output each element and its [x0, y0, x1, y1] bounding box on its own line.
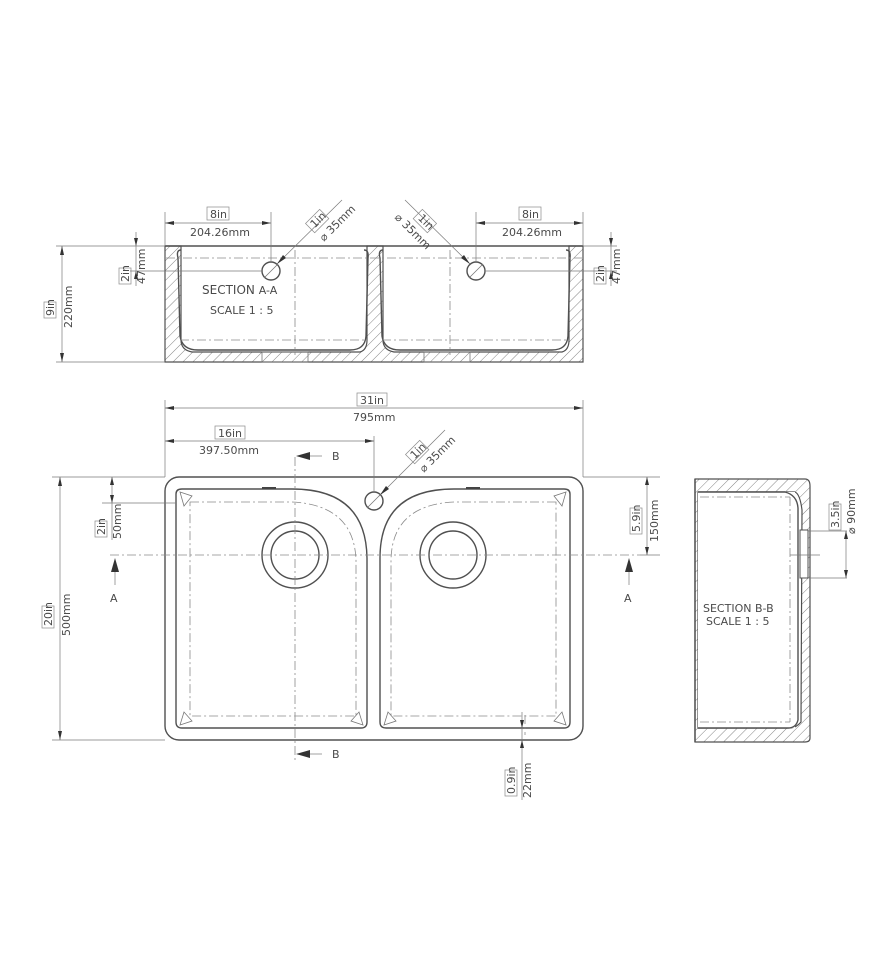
dim-right-offset-mm: 204.26mm — [502, 226, 562, 239]
left-bowl-outline — [175, 488, 368, 729]
dim-overflow-in: 3.5in — [829, 500, 842, 528]
dim-rim-mm: 50mm — [111, 504, 124, 539]
section-a-a-label: SECTION A-A — [202, 283, 278, 297]
dim-left-hole-depth-in: 2in — [119, 265, 132, 282]
section-b-b-label: SECTION B-B — [703, 602, 774, 615]
dim-depth-mm: 500mm — [60, 594, 73, 636]
dim-overflow-mm: ⌀ 90mm — [845, 488, 858, 534]
section-mark-b-bottom: B — [332, 748, 340, 761]
right-bowl-outline — [379, 488, 571, 729]
dim-front-mm: 22mm — [521, 763, 534, 798]
sink-outline — [164, 476, 584, 741]
dim-left-offset-in: 8in — [210, 208, 227, 221]
dim-depth-in: 20in — [42, 602, 55, 626]
section-arrow-a-left — [111, 558, 119, 572]
left-bowl-profile — [176, 249, 369, 351]
section-a-a-scale: SCALE 1 : 5 — [210, 304, 273, 317]
right-bowl-profile — [378, 249, 571, 351]
dim-left-offset-mm: 204.26mm — [190, 226, 250, 239]
dim-center-in: 16in — [218, 427, 242, 440]
dim-right-hole-depth-mm: 47mm — [610, 249, 623, 284]
section-mark-a-right: A — [624, 592, 632, 605]
dim-waste-offset-mm: 150mm — [648, 500, 661, 542]
dim-height-mm: 220mm — [62, 286, 75, 328]
dim-width-mm: 795mm — [353, 411, 395, 424]
section-b-b-scale: SCALE 1 : 5 — [706, 615, 769, 628]
section-mark-b-top: B — [332, 450, 340, 463]
dim-right-offset-in: 8in — [522, 208, 539, 221]
dim-left-hole-depth-mm: 47mm — [135, 249, 148, 284]
section-arrow-b-top — [296, 452, 310, 460]
dim-width-in: 31in — [360, 394, 384, 407]
section-b-b-view: SECTION B-B SCALE 1 : 5 3.5in ⌀ 90mm — [694, 478, 858, 743]
plan-view: 31in 795mm 16in 397.50mm 1in ⌀ 35mm 20in… — [41, 392, 661, 800]
section-mark-a-left: A — [110, 592, 118, 605]
dim-rim-in: 2in — [95, 518, 108, 535]
section-a-a-view: SECTION A-A SCALE 1 : 5 8in 204.26mm 8in… — [43, 199, 623, 363]
dim-height-in: 9in — [44, 299, 57, 316]
section-arrow-a-right — [625, 558, 633, 572]
dim-waste-offset-in: 5.9in — [630, 504, 643, 532]
dim-front-in: 0.9in — [505, 766, 518, 794]
dim-right-hole-depth-in: 2in — [594, 265, 607, 282]
dim-center-mm: 397.50mm — [199, 444, 259, 457]
section-arrow-b-bottom — [296, 750, 310, 758]
